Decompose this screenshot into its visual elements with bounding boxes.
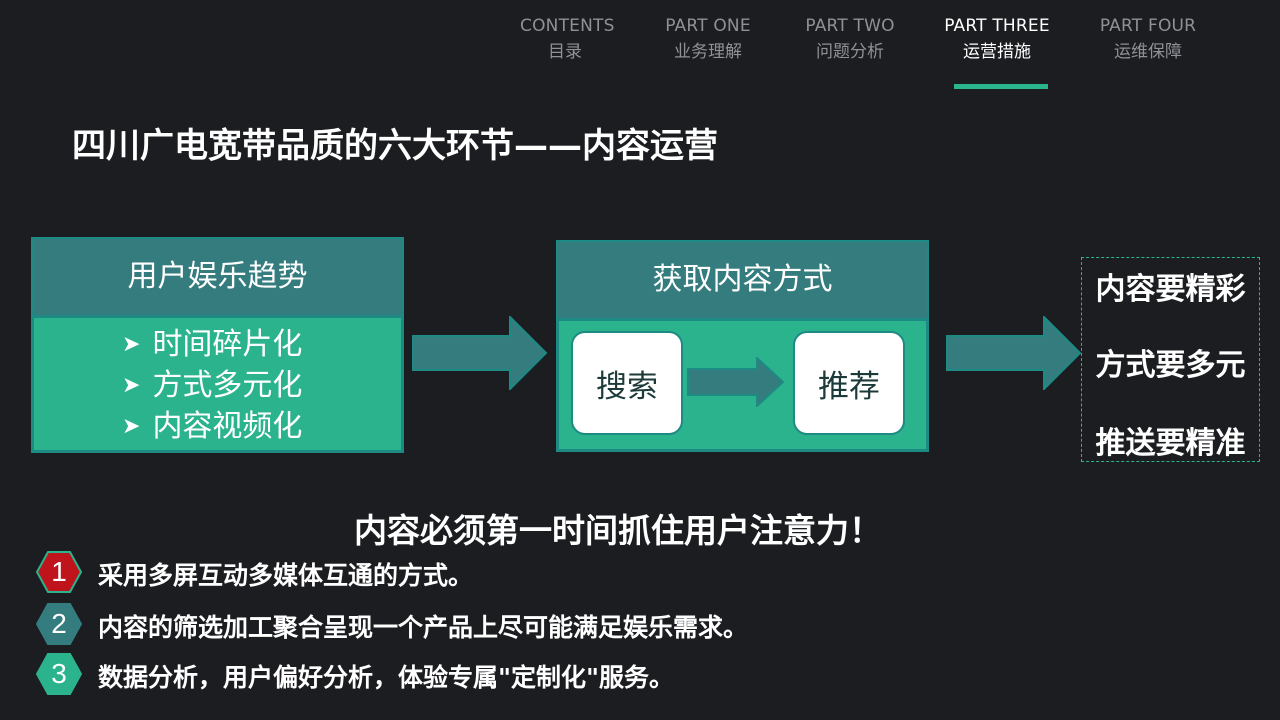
trend-item: ➤ 时间碎片化 [122, 326, 302, 367]
slide-title: 四川广电宽带品质的六大环节——内容运营 [72, 126, 718, 166]
point-text: 内容的筛选加工聚合呈现一个产品上尽可能满足娱乐需求。 [98, 613, 749, 642]
active-tab-indicator [954, 84, 1048, 89]
nav-part-three-en: PART THREE [944, 16, 1050, 36]
arrow-bullet-icon: ➤ [122, 332, 141, 357]
headline: 内容必须第一时间抓住用户注意力！ [354, 511, 882, 550]
hexagon-number-icon [36, 653, 82, 695]
hexagon-number-icon [36, 603, 82, 645]
access-box-body: 搜索 推荐 [556, 318, 929, 452]
nav-part-two-en: PART TWO [805, 16, 895, 36]
result-item: 推送要精准 [1095, 426, 1246, 461]
nav-part-four[interactable]: PART FOUR 运维保障 [1096, 14, 1200, 66]
nav-contents-zh: 目录 [548, 42, 582, 62]
access-box-header: 获取内容方式 [556, 240, 929, 320]
point-number: 3 [51, 658, 67, 689]
results-box: 内容要精彩 方式要多元 推送要精准 [1081, 257, 1260, 462]
point-text: 采用多屏互动多媒体互通的方式。 [98, 561, 474, 590]
recommend-step: 推荐 [793, 331, 905, 435]
hexagon-number-icon [36, 551, 82, 593]
result-item: 内容要精彩 [1095, 272, 1246, 307]
nav-part-two[interactable]: PART TWO 问题分析 [802, 14, 898, 66]
point-number: 1 [51, 556, 67, 587]
trend-item: ➤ 内容视频化 [122, 408, 302, 449]
nav-part-four-zh: 运维保障 [1114, 42, 1182, 62]
trend-item-label: 方式多元化 [152, 368, 303, 403]
nav-part-four-en: PART FOUR [1099, 16, 1197, 36]
nav-part-three[interactable]: PART THREE 运营措施 [944, 14, 1050, 66]
trend-box-header: 用户娱乐趋势 [31, 237, 404, 317]
nav-part-three-zh: 运营措施 [963, 42, 1031, 62]
point-item: 3 数据分析，用户偏好分析，体验专属"定制化"服务。 [36, 653, 1236, 697]
trend-box-body: ➤ 时间碎片化 ➤ 方式多元化 ➤ 内容视频化 [31, 315, 404, 453]
trend-list: ➤ 时间碎片化 ➤ 方式多元化 ➤ 内容视频化 [122, 326, 302, 449]
arrow-bullet-icon: ➤ [122, 414, 141, 439]
point-item: 1 采用多屏互动多媒体互通的方式。 [36, 551, 1236, 595]
trend-box: 用户娱乐趋势 ➤ 时间碎片化 ➤ 方式多元化 ➤ 内容视频化 [31, 237, 404, 453]
point-text: 数据分析，用户偏好分析，体验专属"定制化"服务。 [98, 663, 675, 692]
trend-item: ➤ 方式多元化 [122, 367, 302, 408]
nav-part-two-zh: 问题分析 [816, 42, 884, 62]
trend-item-label: 内容视频化 [152, 409, 303, 444]
arrow-bullet-icon: ➤ [122, 373, 141, 398]
nav-part-one-en: PART ONE [665, 16, 751, 36]
result-item: 方式要多元 [1095, 348, 1246, 383]
step-arrow-icon [687, 357, 785, 407]
flow-arrow-icon [946, 316, 1082, 390]
trend-item-label: 时间碎片化 [152, 327, 303, 362]
nav-part-one[interactable]: PART ONE 业务理解 [662, 14, 754, 66]
top-nav: CONTENTS 目录 PART ONE 业务理解 PART TWO 问题分析 … [500, 0, 1260, 90]
search-step: 搜索 [571, 331, 683, 435]
nav-contents-en: CONTENTS [520, 16, 615, 36]
nav-contents[interactable]: CONTENTS 目录 [520, 14, 615, 66]
flow-arrow-icon [412, 316, 548, 390]
point-number: 2 [51, 608, 67, 639]
point-item: 2 内容的筛选加工聚合呈现一个产品上尽可能满足娱乐需求。 [36, 603, 1236, 647]
nav-part-one-zh: 业务理解 [674, 42, 742, 62]
access-box: 获取内容方式 搜索 推荐 [556, 240, 929, 452]
